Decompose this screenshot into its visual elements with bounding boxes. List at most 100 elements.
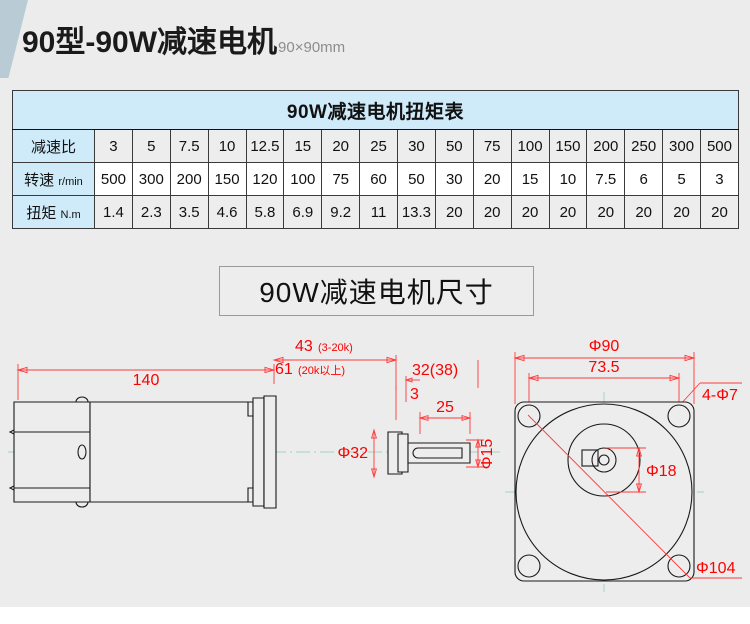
cell-ratio-12: 150 [548, 129, 588, 163]
shaft-inner-circle [598, 454, 610, 466]
dimension-3 [404, 377, 420, 383]
table-title-row: 90W减速电机扭矩表 [12, 90, 739, 130]
dimension-phi15 [466, 438, 484, 469]
cell-speed-1: 300 [131, 162, 171, 196]
dimension-note-43: (3-20k) [318, 342, 353, 354]
motor-body [8, 396, 91, 508]
row-label-unit: N.m [60, 208, 81, 221]
cell-torque-11: 20 [510, 195, 550, 229]
page-subtitle: 90×90mm [278, 39, 346, 56]
side-view-drawing: 140 43 (3-20k) 61 (20k以上) [8, 338, 500, 509]
cell-speed-3: 150 [207, 162, 247, 196]
dimension-label-4-phi7: 4-Φ7 [702, 387, 738, 404]
cell-speed-6: 75 [321, 162, 361, 196]
cell-speed-10: 20 [472, 162, 512, 196]
terminal-oval [77, 444, 87, 460]
cell-ratio-7: 25 [359, 129, 398, 163]
table-row: 转速 r/min 500 300 200 150 120 100 75 60 5… [12, 162, 739, 196]
dimension-phi18 [606, 446, 646, 494]
cell-ratio-0: 3 [94, 129, 133, 163]
mounting-hole-tr [667, 404, 691, 428]
mounting-hole-bl [517, 554, 541, 578]
cell-speed-16: 3 [700, 162, 739, 196]
page-title: 90型-90W减速电机 [22, 26, 278, 59]
row-label-ratio: 减速比 [12, 129, 95, 163]
row-label-torque: 扭矩 N.m [12, 195, 95, 229]
cell-speed-13: 7.5 [586, 162, 626, 196]
dimension-label-phi18: Φ18 [646, 463, 677, 480]
keyway-square [581, 449, 599, 467]
cell-ratio-16: 500 [700, 129, 739, 163]
dimension-140 [16, 364, 276, 400]
dimension-label-phi32: Φ32 [337, 445, 368, 462]
cell-torque-8: 13.3 [397, 195, 436, 229]
dimension-phi32 [370, 428, 378, 479]
cell-ratio-9: 50 [434, 129, 474, 163]
cell-torque-10: 20 [472, 195, 512, 229]
dimension-label-61: 61 [275, 361, 293, 378]
dimension-label-phi90: Φ90 [589, 338, 620, 355]
cell-torque-16: 20 [700, 195, 739, 229]
row-label-unit: r/min [58, 175, 83, 188]
dimension-label-32: 32(38) [412, 362, 458, 379]
cell-torque-6: 9.2 [321, 195, 361, 229]
dimension-note-61: (20k以上) [298, 364, 345, 377]
torque-table: 90W减速电机扭矩表 减速比 3 5 7.5 10 12.5 15 20 25 … [12, 90, 739, 229]
cell-ratio-14: 250 [624, 129, 664, 163]
cell-torque-13: 20 [586, 195, 626, 229]
cell-ratio-13: 200 [586, 129, 626, 163]
cell-torque-1: 2.3 [131, 195, 171, 229]
cell-speed-11: 15 [510, 162, 550, 196]
dimension-phi90 [513, 352, 696, 404]
cell-speed-0: 500 [94, 162, 133, 196]
cell-ratio-15: 300 [662, 129, 701, 163]
cell-ratio-6: 20 [321, 129, 361, 163]
dimension-phi104 [527, 414, 742, 579]
cell-speed-2: 200 [169, 162, 209, 196]
cell-speed-8: 50 [397, 162, 436, 196]
output-shaft [397, 433, 471, 473]
mounting-hole-br [667, 554, 691, 578]
cell-ratio-4: 12.5 [245, 129, 285, 163]
cell-ratio-2: 7.5 [169, 129, 209, 163]
dimension-label-phi104: Φ104 [696, 560, 736, 577]
cell-torque-0: 1.4 [94, 195, 133, 229]
cell-torque-9: 20 [434, 195, 474, 229]
dimension-label-140: 140 [133, 372, 160, 389]
row-label-text: 扭矩 [26, 204, 57, 222]
dimension-73-5 [527, 373, 681, 406]
cell-speed-4: 120 [245, 162, 285, 196]
front-view-drawing: Φ90 73.5 4-Φ7 [505, 338, 742, 592]
cell-torque-15: 20 [662, 195, 701, 229]
cell-torque-4: 5.8 [245, 195, 285, 229]
cell-ratio-10: 75 [472, 129, 512, 163]
cell-speed-7: 60 [359, 162, 398, 196]
page-header: 90型-90W减速电机 90×90mm [22, 28, 345, 58]
cell-speed-12: 10 [548, 162, 588, 196]
row-label-text: 减速比 [30, 138, 76, 156]
cell-torque-12: 20 [548, 195, 588, 229]
dimension-label-phi15: Φ15 [479, 439, 496, 470]
dimension-label-25: 25 [436, 399, 454, 416]
cell-torque-5: 6.9 [283, 195, 323, 229]
table-title: 90W减速电机扭矩表 [12, 90, 739, 130]
dimension-label-43: 43 [295, 338, 313, 355]
cell-speed-14: 6 [624, 162, 664, 196]
cell-ratio-3: 10 [207, 129, 247, 163]
cell-ratio-11: 100 [510, 129, 550, 163]
cell-speed-5: 100 [283, 162, 323, 196]
table-row: 扭矩 N.m 1.4 2.3 3.5 4.6 5.8 6.9 9.2 11 13… [12, 195, 739, 229]
cell-ratio-1: 5 [131, 129, 171, 163]
torque-table-container: 90W减速电机扭矩表 减速比 3 5 7.5 10 12.5 15 20 25 … [12, 90, 739, 229]
dimension-section-title-box: 90W减速电机尺寸 [219, 266, 534, 316]
dimension-section-title: 90W减速电机尺寸 [259, 277, 494, 308]
cell-torque-3: 4.6 [207, 195, 247, 229]
cell-torque-7: 11 [359, 195, 398, 229]
dimension-label-3: 3 [410, 386, 419, 403]
dimension-label-73-5: 73.5 [588, 359, 619, 376]
dimension-25 [418, 412, 472, 434]
cell-speed-9: 30 [434, 162, 474, 196]
row-label-text: 转速 [24, 171, 55, 189]
gearbox-body [89, 397, 265, 507]
